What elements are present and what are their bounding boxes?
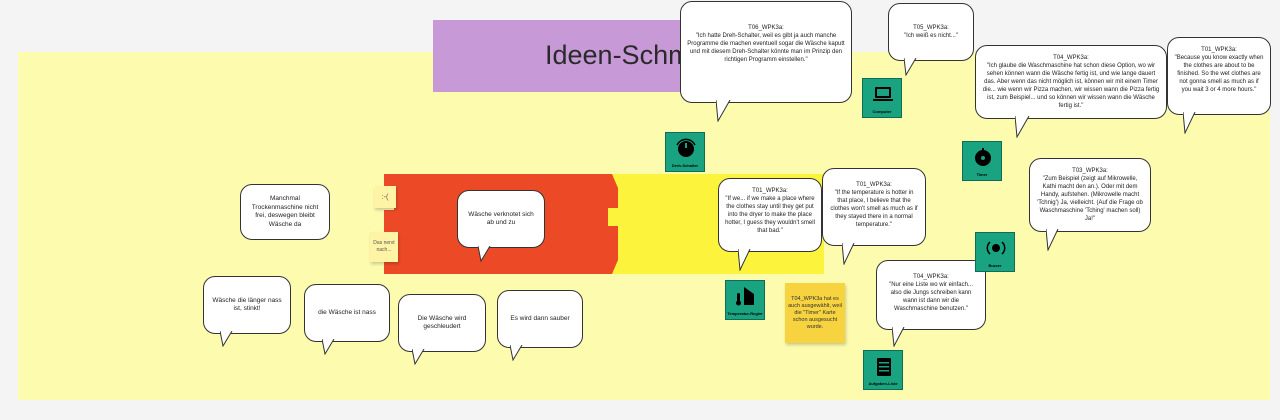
bubble-tail bbox=[1183, 112, 1196, 134]
interview-bubble-t01-temp[interactable]: T01_WPK3a: "If the temperature is hotter… bbox=[822, 168, 926, 246]
timer-icon bbox=[975, 148, 991, 166]
interview-bubble-t03[interactable]: T03_WPK3a: "Zum Beispiel (zeigt auf Mikr… bbox=[1029, 158, 1151, 232]
board-title: Ideen-Schm bbox=[545, 40, 691, 70]
knob-icon bbox=[676, 138, 696, 157]
speech-bubble[interactable]: Die Wäsche wird geschleudert bbox=[398, 294, 486, 352]
temperatur-regler-card[interactable]: Temperatur-Regler bbox=[725, 280, 765, 320]
strip-notch bbox=[604, 174, 618, 274]
bubble-tail bbox=[220, 331, 233, 347]
interview-bubble-t05[interactable]: T05_WPK3a: "Ich weiß es nicht..." bbox=[888, 3, 974, 61]
bubble-tail bbox=[1046, 229, 1059, 251]
aufgaben-liste-card[interactable]: Aufgaben-Liste bbox=[863, 350, 903, 390]
buzzer-icon bbox=[986, 241, 1006, 255]
bubble-tail bbox=[478, 246, 491, 262]
bubble-tail bbox=[892, 327, 905, 347]
buzzer-card[interactable]: Buzzer bbox=[975, 232, 1015, 272]
bubble-tail bbox=[510, 345, 523, 361]
title-frame[interactable]: Ideen-Schm bbox=[433, 20, 695, 92]
computer-card[interactable]: Computer bbox=[862, 78, 902, 118]
timer-card[interactable]: Timer bbox=[962, 141, 1002, 181]
interview-bubble-t04-timer[interactable]: T04_WPK3a: "Ich glaube die Waschmaschine… bbox=[975, 45, 1167, 119]
speech-bubble[interactable]: die Wäsche ist nass bbox=[304, 284, 390, 342]
thermostat-icon bbox=[736, 287, 754, 306]
bubble-tail bbox=[322, 339, 335, 355]
bubble-tail bbox=[738, 249, 751, 271]
interview-bubble-t01-exact[interactable]: T01_WPK3a: "Because you know exactly whe… bbox=[1167, 37, 1271, 115]
clipboard-icon bbox=[877, 358, 891, 376]
speech-bubble[interactable]: Wäsche die länger nass ist, stinkt! bbox=[203, 276, 291, 334]
bubble-tail bbox=[904, 58, 917, 76]
interview-bubble-t06[interactable]: T06_WPK3a: "Ich hatte Dreh-Schalter, wei… bbox=[680, 1, 852, 103]
timer-note[interactable]: T04_WPK3a hat es auch ausgewählt, weil d… bbox=[785, 283, 845, 343]
dreh-schalter-card[interactable]: Dreh-Schalter bbox=[665, 132, 705, 172]
bubble-tail bbox=[1015, 116, 1030, 138]
bubble-tail bbox=[716, 100, 731, 122]
bubble-tail bbox=[412, 349, 425, 365]
speech-bubble[interactable]: Es wird dann sauber bbox=[497, 290, 583, 348]
laptop-icon bbox=[873, 87, 893, 101]
interview-bubble-t01-place[interactable]: T01_WPK3a: "If we... if we make a place … bbox=[718, 178, 822, 252]
interview-bubble-t04-liste[interactable]: T04_WPK3a: "Nur eine Liste wo wir einfac… bbox=[876, 260, 986, 330]
nerv-note[interactable]: Das nervt nach... bbox=[370, 232, 398, 262]
speech-bubble[interactable]: Wäsche verknotet sich ab und zu bbox=[457, 190, 545, 248]
bubble-tail bbox=[842, 243, 855, 265]
speech-bubble[interactable]: Manchmal Trockenmaschine nicht frei, des… bbox=[240, 184, 330, 240]
smiley-note[interactable]: :-( bbox=[374, 186, 396, 208]
